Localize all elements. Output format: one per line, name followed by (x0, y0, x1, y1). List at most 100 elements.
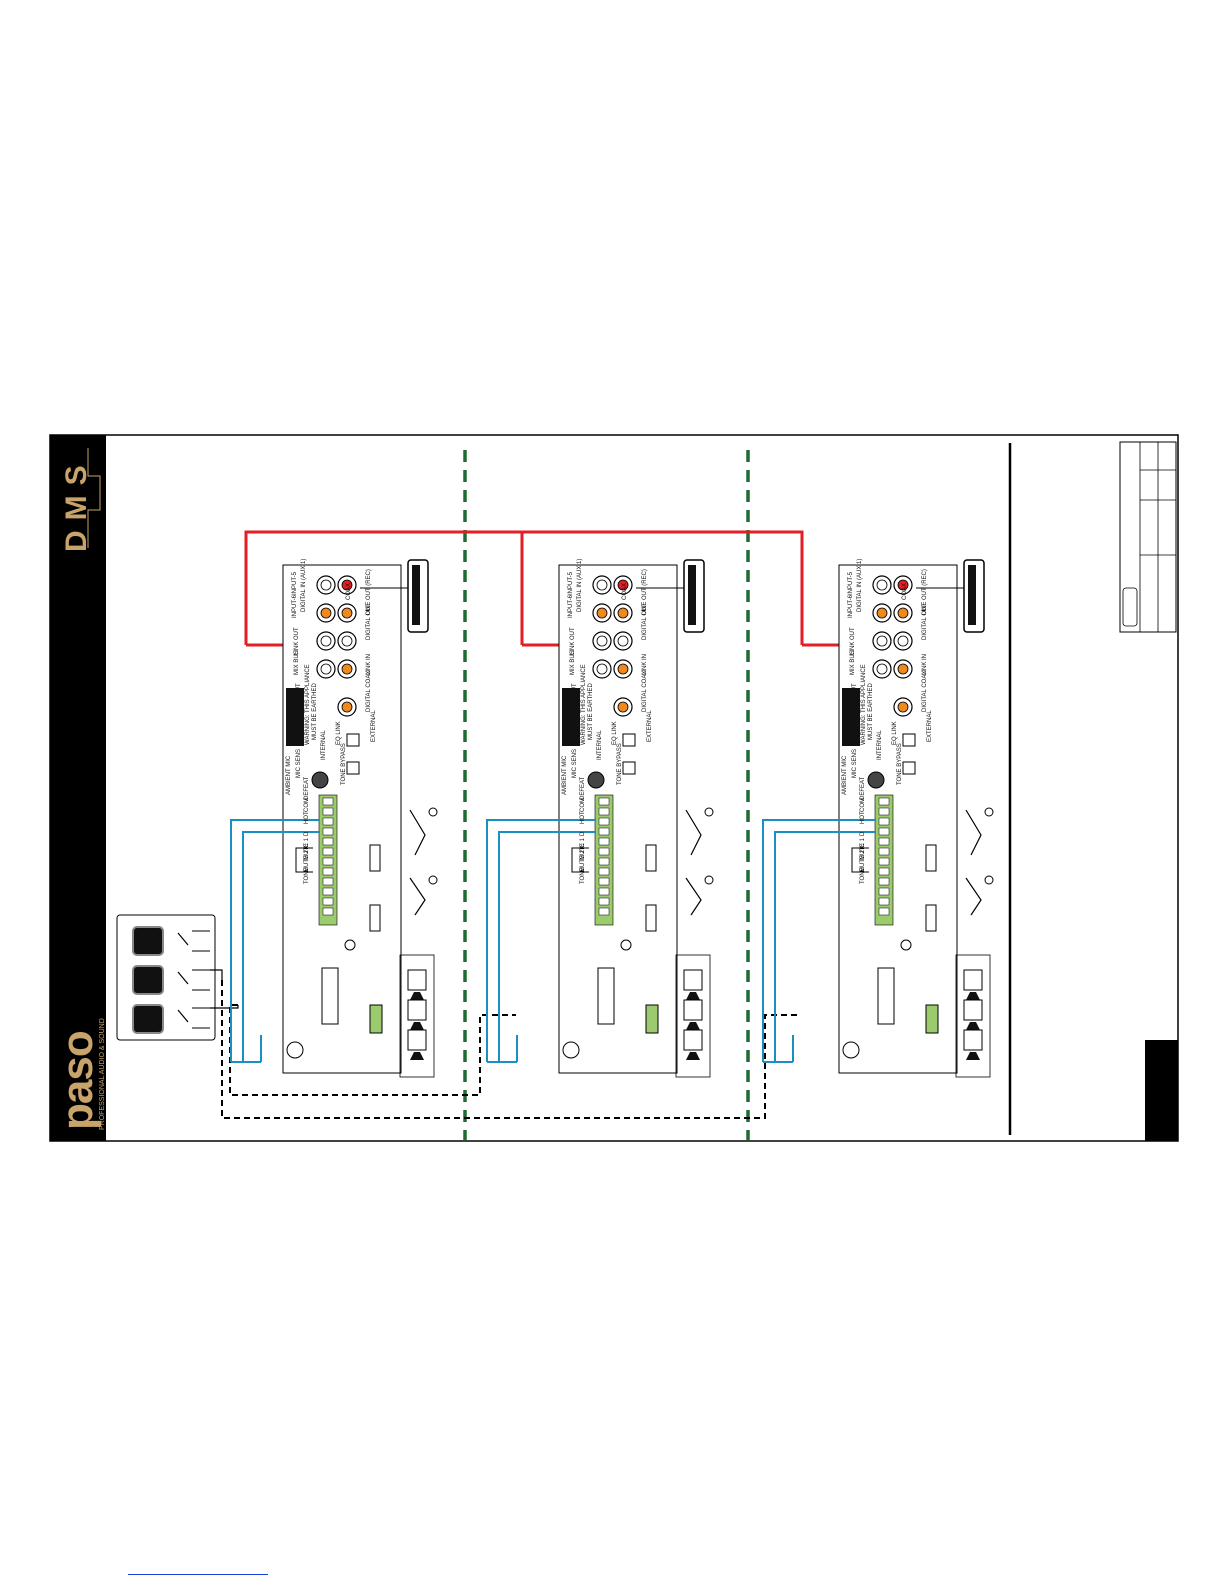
mic-input-block (369, 904, 381, 932)
speaker-cone (966, 1052, 980, 1060)
zone-button-2[interactable] (132, 965, 164, 995)
rca-jack-center (876, 579, 888, 591)
terminal-label: MUTE 1 (860, 837, 866, 860)
terminal-label: MUTE 2 (580, 849, 586, 872)
panel-label: DIGITAL IN (AUX 1) (857, 559, 863, 612)
terminal-screw (878, 907, 890, 916)
speaker-transformer (683, 1029, 703, 1051)
terminal-screw (322, 797, 334, 806)
rca-jack-center (596, 663, 608, 675)
panel-label: DIGITAL COAX (366, 671, 372, 712)
terminal-screw (322, 807, 334, 816)
terminal-screw (878, 847, 890, 856)
warning-label (562, 688, 580, 746)
terminal-screw (598, 797, 610, 806)
rca-jack-center (341, 579, 353, 591)
speaker-transformer (963, 1029, 983, 1051)
terminal-label: DEFEAT (304, 776, 310, 800)
panel-label: MIX BUS (570, 650, 576, 675)
terminal-screw (598, 907, 610, 916)
panel-label: DIGITAL COAX (642, 671, 648, 712)
speaker-cone (686, 1022, 700, 1030)
speaker-transformer (407, 999, 427, 1021)
brand-tagline: PROFESSIONAL AUDIO & SOUND (99, 1018, 106, 1130)
terminal-screw (878, 827, 890, 836)
terminal-label: COM (304, 798, 310, 812)
mic-input-block (645, 844, 657, 872)
rca-jack-center (876, 663, 888, 675)
panel-label: LINK OUT (850, 627, 856, 655)
panel-label: MIC SENS (296, 749, 302, 778)
terminal-label: DEFEAT (860, 776, 866, 800)
speaker-cone (966, 1022, 980, 1030)
panel-label: INPUT-6 (292, 594, 298, 618)
panel-label: DIGITAL COAX (922, 671, 928, 712)
panel-label: EXTERNAL (927, 710, 933, 742)
microphone-cable (965, 809, 982, 916)
rca-jack-center (596, 635, 608, 647)
warning-text: WARNING: THIS APPLIANCE (305, 664, 311, 745)
speaker-terminal-block (645, 1004, 659, 1034)
control-wire-blue (230, 819, 320, 1062)
panel-label: EXTERNAL (647, 710, 653, 742)
rating-label (597, 967, 615, 1025)
terminal-screw (598, 847, 610, 856)
microphone-head (984, 875, 994, 885)
rca-jack-center (341, 607, 353, 619)
panel-label: INTERNAL (597, 730, 603, 760)
warning-text: MUST BE EARTHED (312, 683, 318, 740)
rca-jack-center (897, 701, 909, 713)
panel-label: LINK IN (642, 654, 648, 675)
terminal-screw (322, 867, 334, 876)
warning-text: WARNING: THIS APPLIANCE (581, 664, 587, 745)
terminal-screw (598, 897, 610, 906)
panel-label: DIGITAL OUT (922, 603, 928, 640)
panel-label: DIGITAL IN (AUX 1) (301, 559, 307, 612)
control-wire-blue (762, 819, 876, 1062)
rca-jack-center (596, 579, 608, 591)
speaker-cone (410, 1052, 424, 1060)
title-block (1119, 441, 1177, 633)
terminal-label: COM (580, 798, 586, 812)
rca-jack-center (897, 579, 909, 591)
terminal-label: HOT (580, 811, 586, 824)
digital-source-slot (688, 565, 696, 625)
terminal-screw (878, 817, 890, 826)
terminal-screw (322, 897, 334, 906)
speaker-terminal-block (925, 1004, 939, 1034)
terminal-screw (322, 837, 334, 846)
rca-jack-center (320, 607, 332, 619)
tone-bypass-switch (346, 761, 360, 775)
terminal-label: D (860, 831, 866, 836)
rca-jack-center (341, 701, 353, 713)
mic-input-block (369, 844, 381, 872)
terminal-screw (878, 797, 890, 806)
tone-bypass-switch (902, 761, 916, 775)
microphone-head (704, 807, 714, 817)
control-wire-blue (486, 819, 596, 1062)
rca-jack-center (596, 607, 608, 619)
panel-label: INPUT-5 (292, 571, 298, 595)
speaker-transformer (963, 969, 983, 991)
terminal-label: TONE (860, 867, 866, 884)
terminal-screw (878, 867, 890, 876)
brand-logo: paso (53, 1031, 102, 1130)
rca-jack-center (897, 607, 909, 619)
mic-sens-knob (311, 771, 329, 789)
mains-socket (842, 1041, 860, 1059)
panel-label: LINE OUT (REC) (366, 569, 372, 615)
panel-label: EQ LINK (892, 721, 898, 745)
rca-jack-center (320, 663, 332, 675)
rca-jack-center (897, 663, 909, 675)
zone-button-3[interactable] (132, 926, 164, 956)
panel-label: TONE BYPASS (897, 743, 903, 785)
mute-bracket (851, 847, 869, 873)
warning-text: MUST BE EARTHED (868, 683, 874, 740)
microphone-head (428, 807, 438, 817)
zone-button-1[interactable] (132, 1004, 164, 1034)
terminal-screw (322, 887, 334, 896)
zone-selector-panel (116, 914, 216, 1041)
mic-sens-knob (867, 771, 885, 789)
speaker-transformer (683, 999, 703, 1021)
panel-label: LINK OUT (570, 627, 576, 655)
